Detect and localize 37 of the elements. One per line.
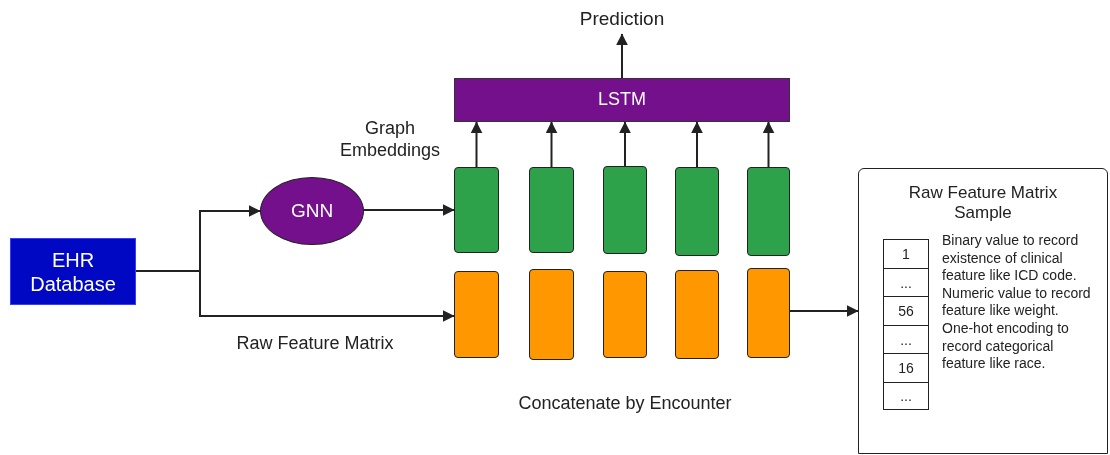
node-text: Prediction [579,7,665,31]
lstm-layer-bar [454,78,790,122]
embedding-box [747,167,790,256]
matrix-cell: ... [883,267,929,298]
feature-box [454,271,499,358]
embedding-box [454,167,499,253]
feature-box [603,271,647,358]
arrow [470,121,483,168]
panel-heading: Raw Feature Matrix Sample [908,183,1058,224]
arrow [616,33,628,79]
arrow [691,121,703,168]
node-label: GNN [290,199,334,223]
arrow [545,121,558,168]
description-text: Binary value to record existence of clinical feature like ICD code. Numeric value to record feature like weight. One-hot encoding to record categorical feature like race. [942,232,1092,373]
matrix-cell: 16 [883,353,929,383]
embedding-box [529,167,574,253]
arrow [762,121,775,168]
annotation-label: Concatenate by Encounter [517,393,733,415]
embedding-box [603,166,647,254]
embedding-box [675,167,719,256]
matrix-cell: ... [883,381,929,410]
node-label: LSTM [598,89,646,111]
feature-box [747,268,790,358]
matrix-cell: 56 [883,296,929,326]
annotation-label: Raw Feature Matrix [235,333,395,355]
sample-panel [858,168,1108,454]
database-box [10,238,136,305]
arrow [789,305,859,317]
annotation-label: Graph Embeddings [338,118,442,162]
arrow [363,204,455,216]
matrix-cell: ... [883,324,929,355]
node-label: EHR Database [29,247,117,296]
arrow [135,270,455,322]
feature-box [675,270,719,359]
matrix-cell: 1 [883,239,929,269]
feature-box [529,269,574,360]
arrow [619,121,631,167]
